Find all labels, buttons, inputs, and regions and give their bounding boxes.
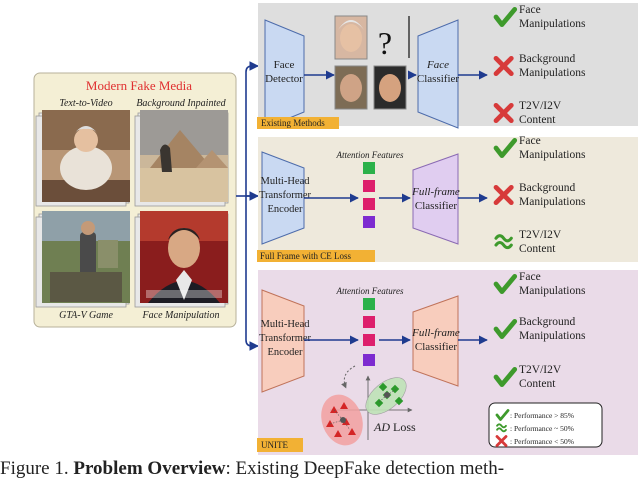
ff-features-label: Attention Features <box>336 150 404 160</box>
legend-item-0: : Performance > 85% <box>510 411 574 420</box>
t2v-label: Text-to-Video <box>59 98 112 109</box>
check-icon <box>493 273 518 295</box>
face-manipulation-image <box>140 211 228 303</box>
unite-features-label: Attention Features <box>336 286 404 296</box>
approx-icon <box>496 423 507 433</box>
bg-inpainted-label: Background Inpainted <box>136 98 226 109</box>
check-icon <box>493 366 518 388</box>
fullframe-tag-label: Full Frame with CE Loss <box>260 251 351 261</box>
check-icon <box>493 137 518 159</box>
ff-classifier-shape <box>412 153 459 245</box>
existing-methods-tag-label: Existing Methods <box>261 118 325 128</box>
unite-tag <box>257 438 303 452</box>
approx-icon <box>494 234 513 250</box>
caption-rest: : Existing DeepFake detection meth- <box>225 458 505 479</box>
performance-legend <box>488 402 603 448</box>
question-mark: ? <box>378 25 392 61</box>
legend-item-2: : Performance < 50% <box>510 437 574 446</box>
unite-tag-label: UNITE <box>261 440 288 450</box>
caption-bold: Problem Overview <box>73 458 226 479</box>
ff-attention-features <box>363 162 375 228</box>
background-inpainted-image <box>140 110 228 202</box>
existing-methods-tag <box>257 117 339 129</box>
t2v-image <box>42 110 130 202</box>
figure-caption: Figure 1. Problem Overview: Existing Dee… <box>0 458 640 480</box>
cross-icon <box>493 55 514 77</box>
unite-classifier-shape <box>412 295 459 387</box>
cross-icon <box>493 184 514 206</box>
ff-encoder-shape <box>261 151 305 245</box>
connector-arrows <box>236 61 259 351</box>
check-icon <box>493 6 518 28</box>
cross-icon <box>493 102 514 124</box>
gta-label: GTA-V Game <box>59 310 113 321</box>
fake-media-title: Modern Fake Media <box>86 78 192 93</box>
check-icon <box>493 318 518 340</box>
ad-loss-label: AD Loss <box>373 420 416 434</box>
cross-icon <box>495 435 508 447</box>
legend-items: : Performance > 85% : Performance ~ 50% : … <box>495 409 574 447</box>
face-crops <box>334 15 407 110</box>
face-classifier-shape <box>417 19 459 129</box>
ad-loss-plot <box>321 365 413 446</box>
face-detector-shape <box>264 19 305 129</box>
face-manip-label: Face Manipulation <box>142 310 220 321</box>
fullframe-tag <box>257 250 375 262</box>
problem-overview-figure: Modern Fake Media Text-to-Video Backgrou… <box>33 3 638 455</box>
check-icon <box>495 409 510 421</box>
gta-image <box>42 211 130 303</box>
caption-prefix: Figure 1. <box>0 458 74 479</box>
unite-attention-features <box>363 298 375 366</box>
legend-item-1: : Performance ~ 50% <box>510 424 574 433</box>
unite-encoder-shape <box>261 289 305 393</box>
